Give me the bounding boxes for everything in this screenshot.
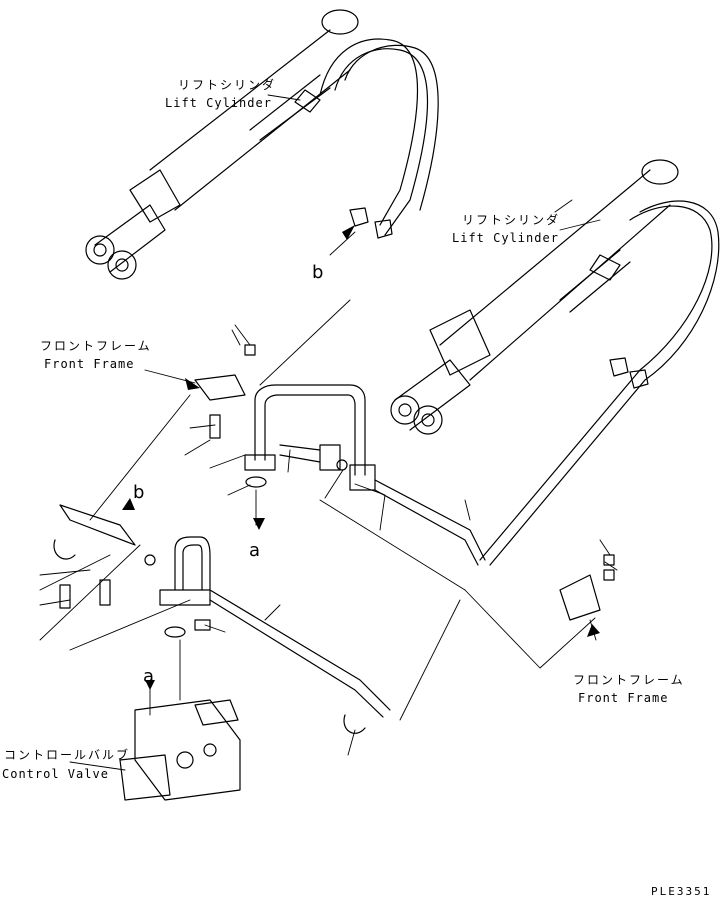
drawing-code: PLE3351 (651, 885, 712, 898)
control-valve (119, 699, 241, 801)
arrowheads (122, 225, 600, 690)
hoses-left (319, 38, 439, 239)
lift-cylinder-right-jp-label: リフトシリンダ (462, 213, 561, 227)
lift-cylinder-left-jp-label: リフトシリンダ (178, 78, 277, 92)
front-frame-left-en-label: Front Frame (44, 357, 135, 371)
lift-cylinder-right-en-label: Lift Cylinder (452, 231, 559, 245)
upper-pipe-group (194, 344, 486, 566)
callout-b-mid: b (133, 482, 145, 503)
front-frame-right-en-label: Front Frame (578, 691, 669, 705)
lift-cylinder-left (85, 9, 359, 280)
front-frame-bracket-right (559, 554, 615, 621)
callout-a-bottom: a (143, 666, 155, 687)
u-bolt-clamps (53, 539, 366, 734)
lower-pipe-group (59, 504, 391, 718)
lift-cylinder-right (390, 159, 679, 435)
control-valve-jp-label: コントロールバルブ (4, 748, 131, 762)
lift-cylinder-left-en-label: Lift Cylinder (165, 96, 272, 110)
control-valve-en-label: Control Valve (2, 767, 109, 781)
hoses-right (479, 200, 720, 566)
callout-a-top: a (249, 540, 261, 561)
leader-lines (39, 94, 618, 771)
callout-b-top: b (312, 262, 324, 283)
front-frame-right-jp-label: フロントフレーム (573, 673, 685, 687)
front-frame-left-jp-label: フロントフレーム (40, 339, 152, 353)
